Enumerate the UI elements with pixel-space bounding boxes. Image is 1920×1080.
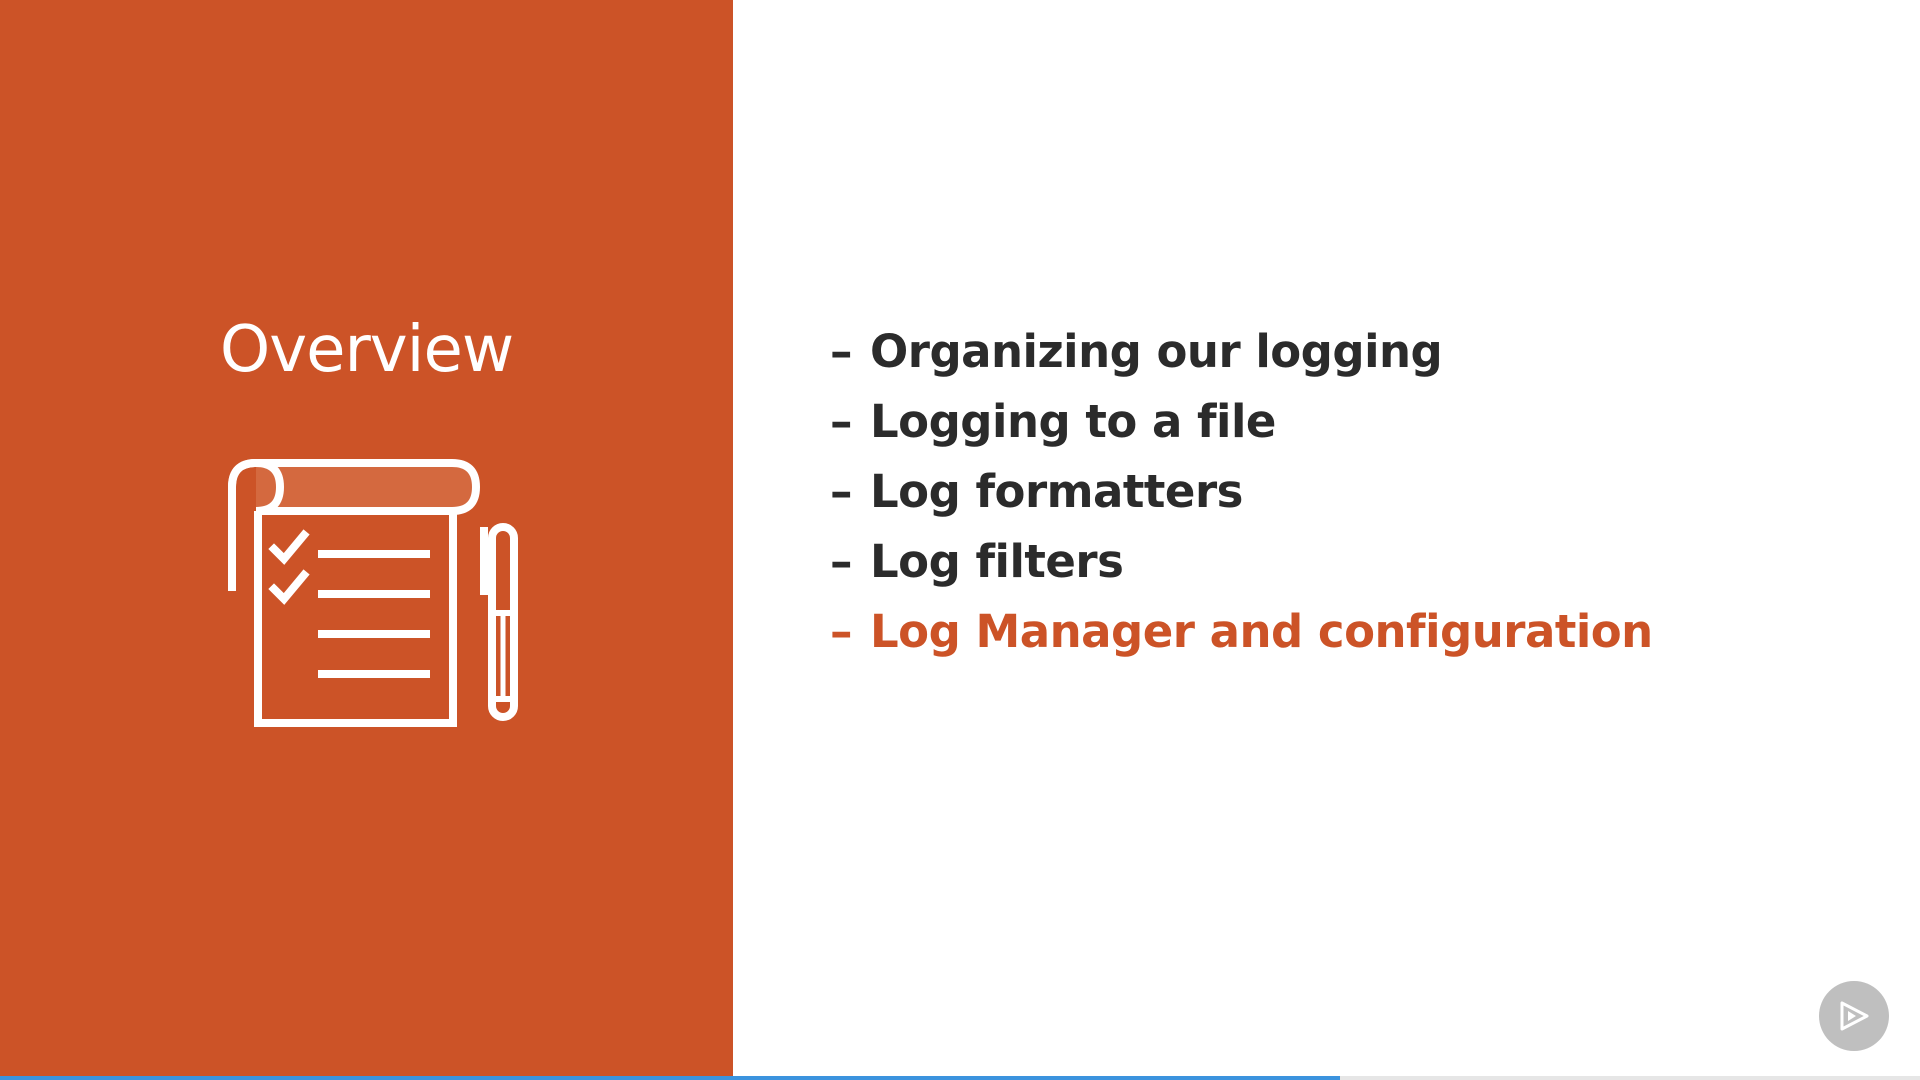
bullet-dash: – (830, 324, 853, 378)
agenda-item: – Organizing our logging (830, 316, 1653, 386)
bullet-dash: – (830, 604, 853, 658)
agenda-item: – Log formatters (830, 456, 1653, 526)
video-progress-fill (0, 1076, 1341, 1080)
agenda-item-text: Log filters (870, 534, 1124, 588)
video-progress-bar[interactable] (0, 1076, 1920, 1080)
agenda-list: – Organizing our logging – Logging to a … (830, 316, 1653, 666)
checklist-notepad-icon (228, 458, 518, 727)
player-logo-button[interactable] (1819, 981, 1889, 1051)
agenda-item-text: Log Manager and configuration (870, 604, 1653, 658)
agenda-item-current: – Log Manager and configuration (830, 596, 1653, 666)
agenda-item-text: Log formatters (870, 464, 1243, 518)
agenda-item-text: Organizing our logging (870, 324, 1443, 378)
bullet-dash: – (830, 464, 853, 518)
agenda-item: – Logging to a file (830, 386, 1653, 456)
agenda-item: – Log filters (830, 526, 1653, 596)
bullet-dash: – (830, 534, 853, 588)
slide-title: Overview (219, 313, 514, 387)
play-logo-icon (1840, 1001, 1869, 1031)
title-panel: Overview (0, 0, 733, 1080)
bullet-dash: – (830, 394, 853, 448)
agenda-item-text: Logging to a file (870, 394, 1276, 448)
